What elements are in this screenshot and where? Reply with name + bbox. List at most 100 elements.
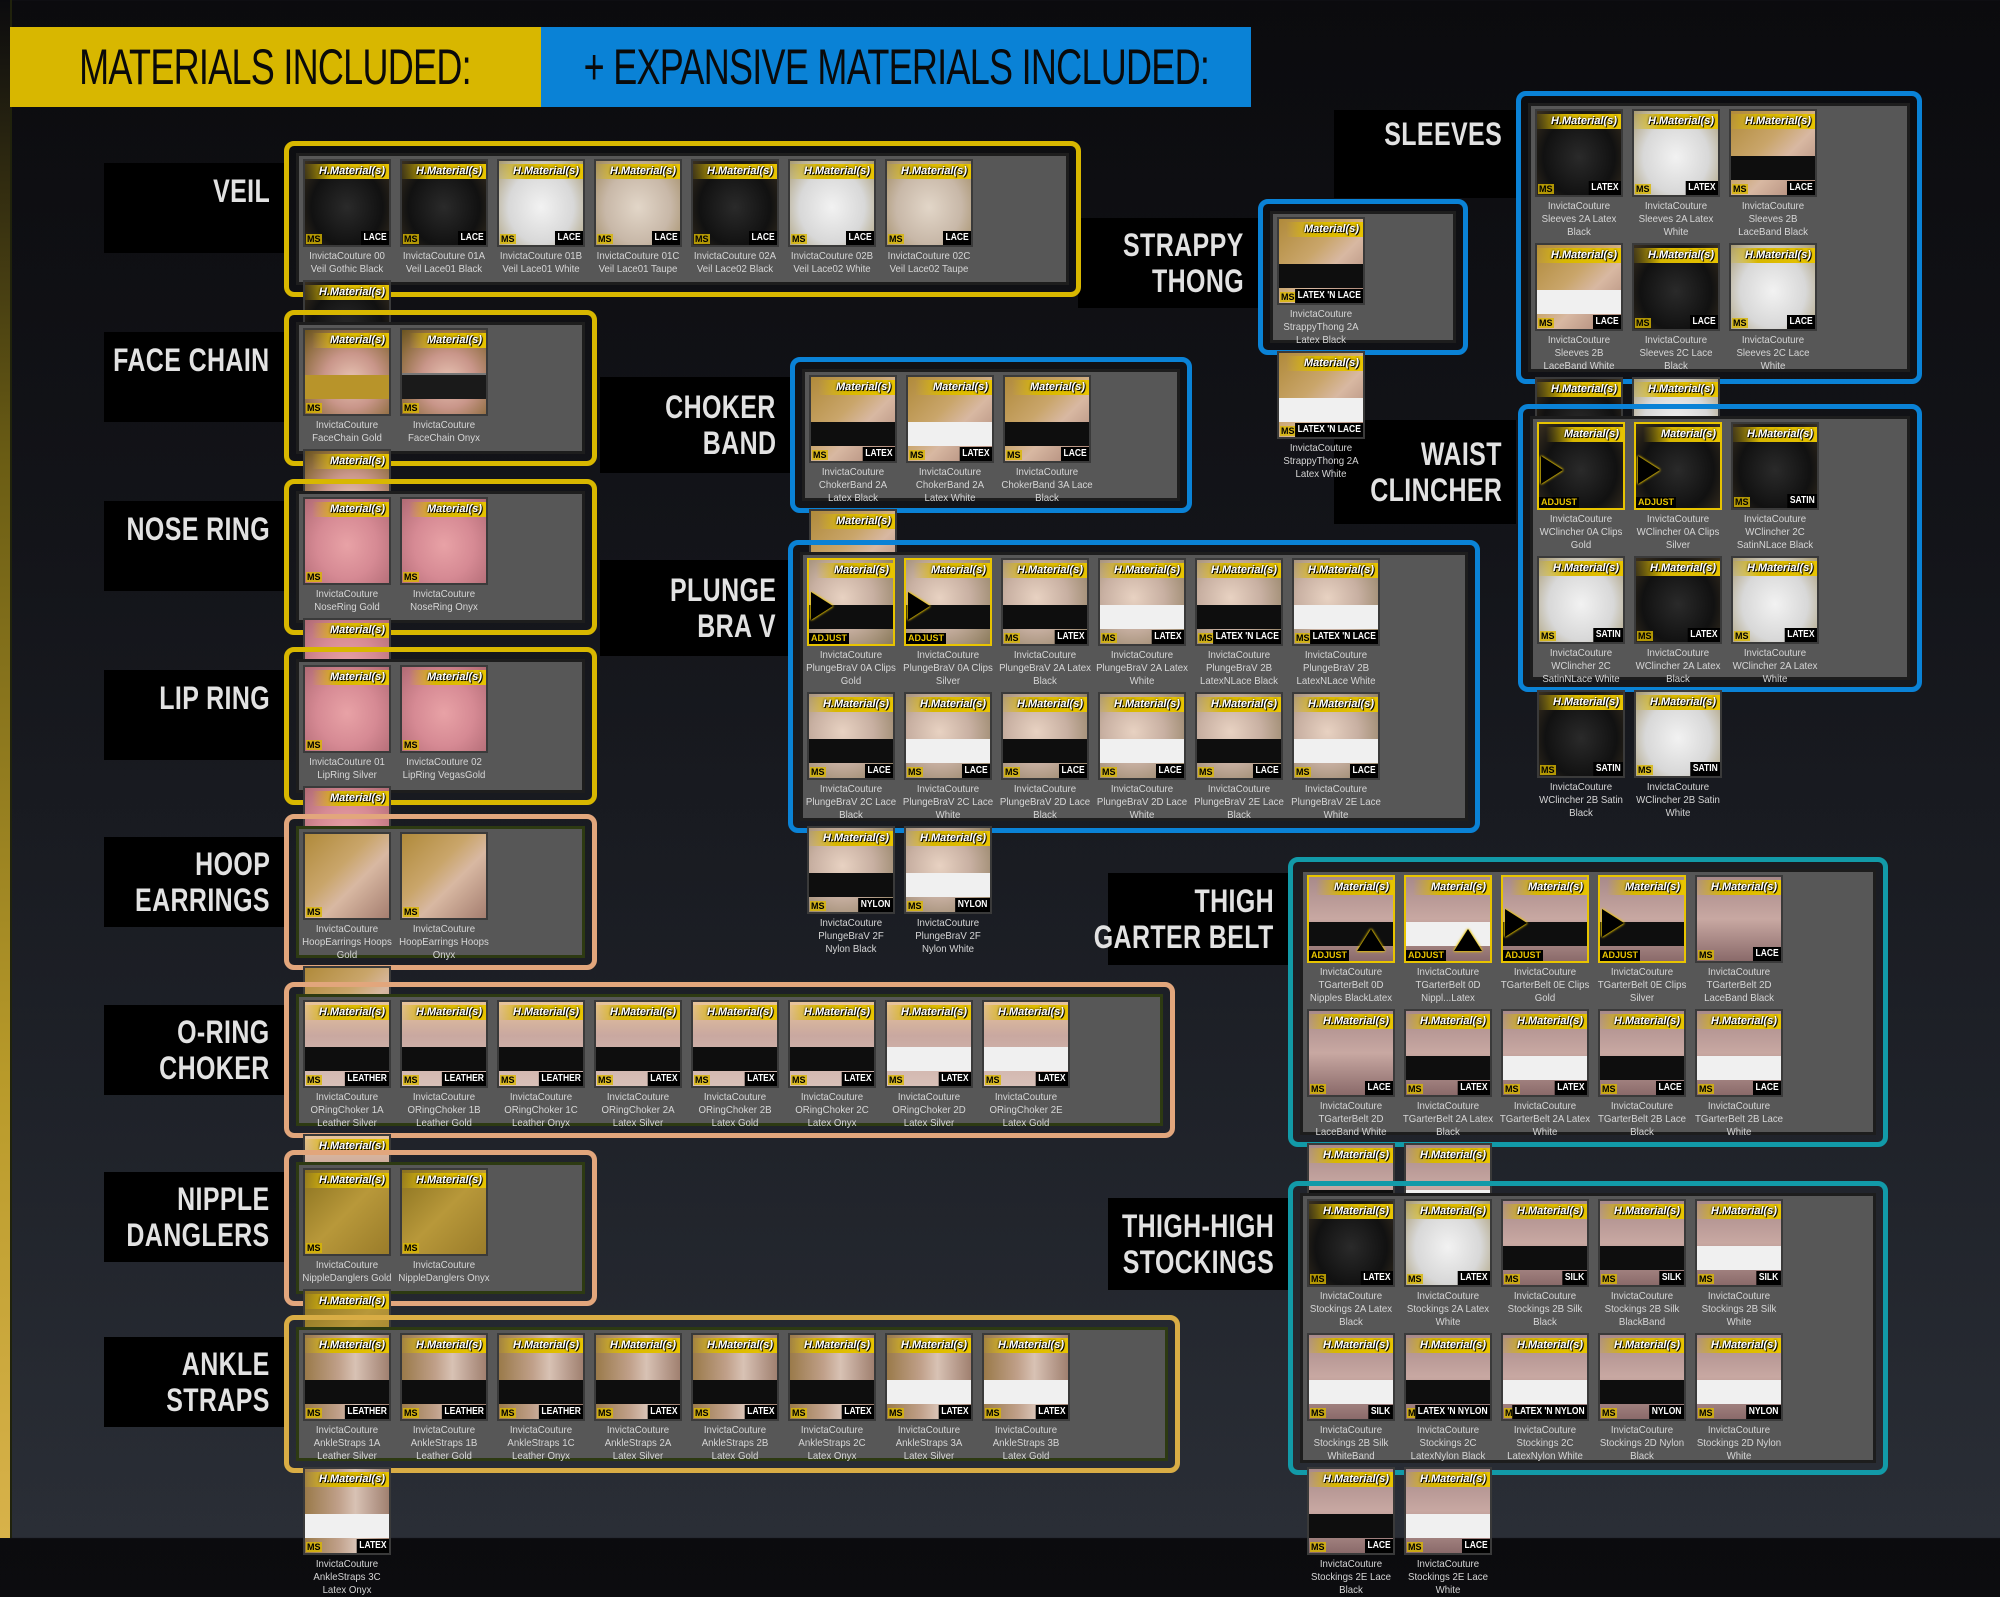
preset-thumbnail[interactable]: Material(s)MS [303,328,391,416]
preset-thumbnail[interactable]: MS [400,832,488,920]
preset-thumbnail[interactable]: Material(s)MS [303,665,391,753]
preset-thumbnail[interactable]: H.Material(s)MS [303,1168,391,1256]
preset-thumbnail[interactable]: Material(s)ADJUST [1307,875,1395,963]
preset-thumbnail[interactable]: H.Material(s)MS [400,1168,488,1256]
preset-thumbnail[interactable]: Material(s)ADJUST [1537,422,1625,510]
preset-thumbnail[interactable]: Material(s)ADJUST [1501,875,1589,963]
preset-thumbnail[interactable]: Material(s)ADJUST [807,558,895,646]
preset-thumbnail[interactable]: MS [303,832,391,920]
preset-thumbnail[interactable]: Material(s)MS [303,497,391,585]
preset-thumbnail[interactable]: Material(s)ADJUST [1598,875,1686,963]
preset-thumbnail[interactable]: Material(s)ADJUST [1634,422,1722,510]
